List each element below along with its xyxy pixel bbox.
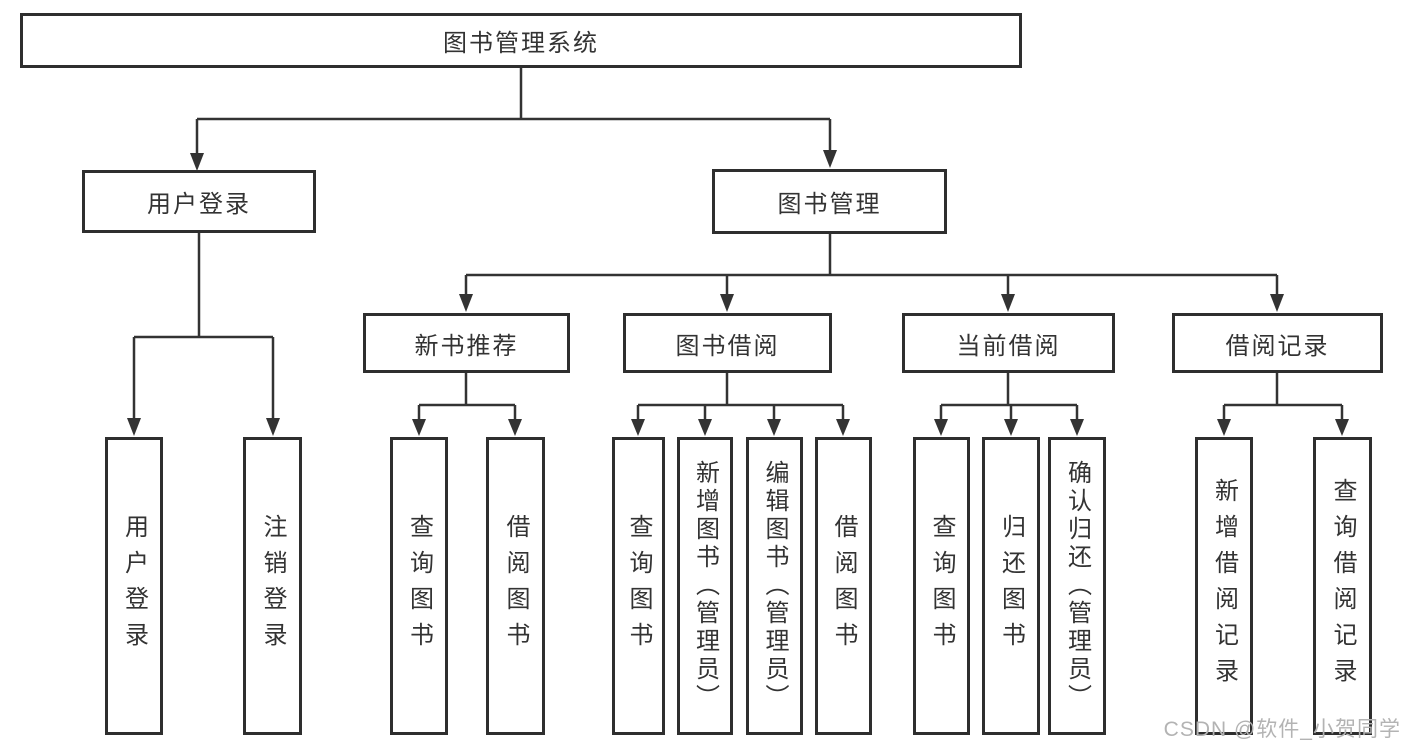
- leaf-query-books-borrow: 查询图书: [612, 437, 665, 735]
- leaf-label: 新增图书（管理员）: [691, 460, 719, 712]
- leaf-label: 借阅图书: [502, 514, 529, 658]
- leaf-return-books: 归还图书: [982, 437, 1040, 735]
- leaf-label: 新增借阅记录: [1210, 478, 1238, 694]
- leaf-label: 用户登录: [120, 514, 148, 658]
- node-root: 图书管理系统: [20, 13, 1022, 68]
- leaf-user-login: 用户登录: [105, 437, 163, 735]
- leaf-label: 查询图书: [928, 514, 955, 658]
- leaf-query-books-current: 查询图书: [913, 437, 970, 735]
- leaf-borrow-books: 借阅图书: [815, 437, 872, 735]
- leaf-label: 借阅图书: [830, 514, 857, 658]
- leaf-label: 查询借阅记录: [1329, 478, 1356, 694]
- leaf-add-borrow-record: 新增借阅记录: [1195, 437, 1253, 735]
- node-book-borrow: 图书借阅: [623, 313, 832, 373]
- leaf-add-books-admin: 新增图书（管理员）: [677, 437, 733, 735]
- node-book-management-label: 图书管理: [777, 191, 882, 218]
- node-new-book-recommend: 新书推荐: [363, 313, 570, 373]
- leaf-query-borrow-record: 查询借阅记录: [1313, 437, 1372, 735]
- leaf-confirm-return-admin: 确认归还（管理员）: [1048, 437, 1106, 735]
- node-borrow-record: 借阅记录: [1172, 313, 1383, 373]
- leaf-label: 查询图书: [625, 514, 652, 658]
- node-current-borrow: 当前借阅: [902, 313, 1115, 373]
- node-book-borrow-label: 图书借阅: [675, 332, 780, 360]
- node-user-login: 用户登录: [82, 170, 316, 233]
- leaf-label: 编辑图书（管理员）: [761, 460, 788, 712]
- node-current-borrow-label: 当前借阅: [956, 332, 1061, 360]
- node-borrow-record-label: 借阅记录: [1225, 332, 1330, 360]
- leaf-label: 归还图书: [997, 514, 1025, 658]
- node-book-management: 图书管理: [712, 169, 947, 234]
- leaf-label: 注销登录: [259, 514, 286, 658]
- leaf-label: 查询图书: [405, 514, 433, 658]
- leaf-edit-books-admin: 编辑图书（管理员）: [746, 437, 803, 735]
- node-new-book-recommend-label: 新书推荐: [414, 332, 519, 360]
- leaf-label: 确认归还（管理员）: [1063, 460, 1091, 712]
- leaf-logout: 注销登录: [243, 437, 302, 735]
- node-root-label: 图书管理系统: [443, 30, 599, 57]
- node-user-login-label: 用户登录: [147, 191, 251, 218]
- leaf-query-books-recommend: 查询图书: [390, 437, 448, 735]
- leaf-borrow-books-recommend: 借阅图书: [486, 437, 545, 735]
